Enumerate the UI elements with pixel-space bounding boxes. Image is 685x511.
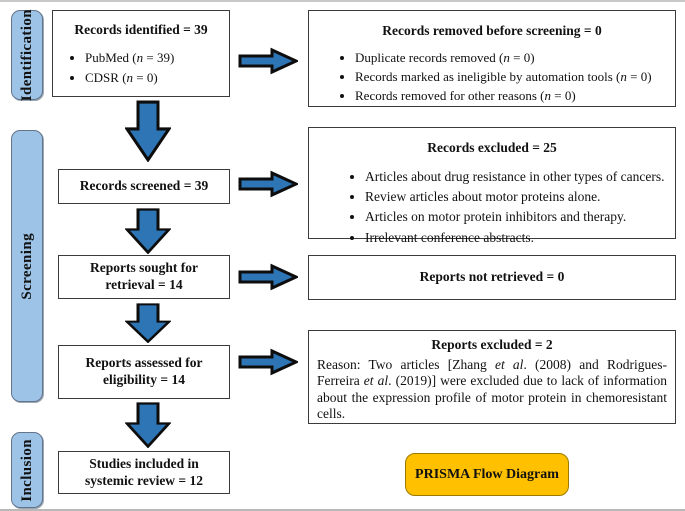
stage-inclusion: Inclusion <box>11 432 43 508</box>
arrow-down-icon <box>125 402 171 448</box>
arrow-right-icon <box>238 348 298 376</box>
reports-assessed-title: Reports assessed for eligibility = 14 <box>85 355 203 387</box>
box-studies-included: Studies included in systemic review = 12 <box>58 451 230 494</box>
box-records-excluded: Records excluded = 25 Articles about dru… <box>308 127 676 245</box>
arrow-down-icon <box>125 303 171 343</box>
records-screened-title: Records screened = 39 <box>79 178 209 194</box>
arrow-right-icon <box>238 263 298 291</box>
excl-inhibitors: Articles on motor protein inhibitors and… <box>365 207 675 227</box>
prisma-badge-label: PRISMA Flow Diagram <box>415 466 559 482</box>
reason-automation: Records marked as ineligible by automati… <box>355 68 675 87</box>
stage-screening-label: Screening <box>18 232 35 300</box>
box-reports-not-retrieved: Reports not retrieved = 0 <box>308 255 676 300</box>
records-identified-title: Records identified = 39 <box>74 22 208 37</box>
box-reports-sought: Reports sought for retrieval = 14 <box>58 255 230 299</box>
reports-excluded-title: Reports excluded = 2 <box>431 337 553 352</box>
excl-abstracts: Irrelevant conference abstracts. <box>365 228 675 248</box>
records-removed-reasons: Duplicate records removed (n = 0) Record… <box>309 49 675 106</box>
arrow-down-icon <box>125 208 171 254</box>
stage-screening: Screening <box>11 130 43 402</box>
box-records-screened: Records screened = 39 <box>58 169 230 204</box>
records-removed-title: Records removed before screening = 0 <box>382 23 602 38</box>
box-records-identified: Records identified = 39 PubMed (n = 39) … <box>52 10 230 97</box>
records-identified-sources: PubMed (n = 39) CDSR (n = 0) <box>53 48 229 88</box>
reports-not-retrieved-title: Reports not retrieved = 0 <box>419 269 565 285</box>
reports-excluded-reason: Reason: Two articles [Zhang et al. (2008… <box>317 356 667 422</box>
excl-review-articles: Review articles about motor proteins alo… <box>365 187 675 207</box>
records-excluded-title: Records excluded = 25 <box>427 140 557 155</box>
box-records-removed: Records removed before screening = 0 Dup… <box>308 10 676 107</box>
box-reports-excluded: Reports excluded = 2 Reason: Two article… <box>308 330 676 424</box>
prisma-badge: PRISMA Flow Diagram <box>405 453 569 496</box>
reason-duplicates: Duplicate records removed (n = 0) <box>355 49 675 68</box>
studies-included-title: Studies included in systemic review = 12 <box>84 455 204 488</box>
arrow-right-icon <box>238 170 298 198</box>
stage-inclusion-label: Inclusion <box>18 438 35 502</box>
stage-identification: Identification <box>11 8 43 102</box>
source-cdsr: CDSR (n = 0) <box>85 68 229 88</box>
reports-sought-title: Reports sought for retrieval = 14 <box>90 260 198 292</box>
source-pubmed: PubMed (n = 39) <box>85 48 229 68</box>
box-reports-assessed: Reports assessed for eligibility = 14 <box>58 345 230 399</box>
stage-identification-label: Identification <box>18 8 35 102</box>
excl-other-cancers: Articles about drug resistance in other … <box>365 167 675 187</box>
reason-other: Records removed for other reasons (n = 0… <box>355 87 675 106</box>
arrow-right-icon <box>238 47 298 75</box>
arrow-down-icon <box>125 100 171 162</box>
records-excluded-reasons: Articles about drug resistance in other … <box>309 167 675 248</box>
